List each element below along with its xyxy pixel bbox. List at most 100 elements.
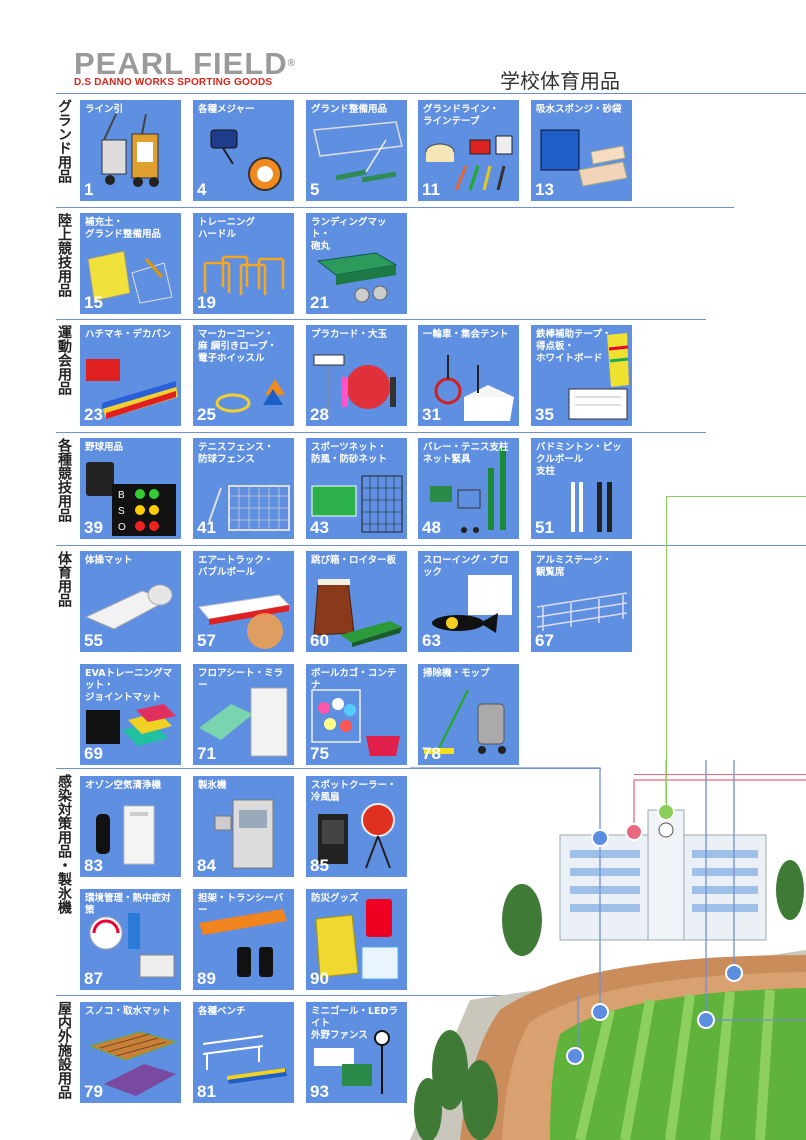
tile-label: マーカーコーン・ 麻 綱引きロープ・ 電子ホイッスル	[198, 329, 277, 364]
net-icon	[311, 475, 403, 533]
tile-page-number: 19	[197, 293, 216, 312]
brand-name: PEARL FIELD	[74, 46, 288, 81]
tile-label: ランディングマット・ 砲丸	[311, 217, 387, 252]
tile-placard-ball[interactable]: プラカード・大玉 28	[306, 325, 407, 426]
strike-letter: S	[118, 506, 125, 517]
tile-aluminum-stage[interactable]: アルミステージ・ 観覧席 67	[531, 551, 632, 652]
tile-page-number: 11	[422, 180, 440, 199]
tile-floor-sheet[interactable]: フロアシート・ミラー 71	[193, 664, 294, 765]
tile-label: 体操マット	[85, 555, 133, 566]
duckboard-icon	[88, 1031, 178, 1096]
tile-line-marker[interactable]: ライン引 1	[80, 100, 181, 201]
tile-ball-basket[interactable]: ボールカゴ・コンテナ 75	[306, 664, 407, 765]
unicycle-icon	[434, 355, 514, 421]
tile-label: 各種ベンチ	[198, 1006, 246, 1017]
tile-heatstroke[interactable]: 環境管理・熱中症対策 87	[80, 889, 181, 990]
tile-label: 跳び箱・ロイター板	[311, 555, 397, 566]
out-letter: O	[118, 522, 126, 533]
tile-vaulting-box[interactable]: 跳び箱・ロイター板 60	[306, 551, 407, 652]
tile-label: ボールカゴ・コンテナ	[311, 668, 397, 691]
tile-ice-machine[interactable]: 製氷機 84	[193, 776, 294, 877]
tile-page-number: 79	[84, 1082, 103, 1101]
tile-label: 補充土・ グランド整備用品	[85, 217, 162, 240]
tile-air-track[interactable]: エアートラック・ バブルボール 57	[193, 551, 294, 652]
tile-badminton-post[interactable]: バドミントン・ピックルボール 支柱 51	[531, 438, 632, 539]
connector-line-green-vertical	[666, 496, 667, 812]
tile-label: EVAトレーニングマット・ ジョイントマット	[85, 668, 173, 703]
tape-measure-icon	[210, 129, 282, 191]
tile-tennis-fence[interactable]: テニスフェンス・ 防球フェンス 41	[193, 438, 294, 539]
gym-mat-icon	[84, 584, 173, 630]
marker-cone-icon	[215, 379, 285, 413]
connector-line-green	[666, 496, 806, 497]
tile-label: テニスフェンス・ 防球フェンス	[198, 442, 274, 465]
vacuum-icon	[424, 689, 506, 754]
tile-label: 鉄棒補助テープ・ 得点板・ ホワイトボード	[536, 329, 612, 364]
line-tape-icon	[425, 135, 513, 191]
tile-page-number: 15	[84, 293, 103, 312]
tile-label: 環境管理・熱中症対策	[85, 893, 171, 916]
tile-label: フロアシート・ミラー	[198, 668, 284, 691]
cooler-fan-icon	[318, 803, 395, 869]
tile-supplement-soil[interactable]: 補充土・ グランド整備用品 15	[80, 213, 181, 314]
tile-page-number: 25	[197, 405, 216, 424]
tile-stretcher-radio[interactable]: 担架・トランシーバー 89	[193, 889, 294, 990]
tile-vacuum-mop[interactable]: 掃除機・モップ 78	[418, 664, 519, 765]
tile-page-number: 89	[197, 969, 216, 988]
tile-headband[interactable]: ハチマキ・デカパン 23	[80, 325, 181, 426]
tile-page-number: 31	[422, 405, 441, 424]
category-gymnastics: 体育用品	[56, 551, 72, 607]
mini-goal-icon	[314, 1030, 390, 1094]
tile-measures[interactable]: 各種メジャー 4	[193, 100, 294, 201]
tile-throwing[interactable]: スローイング・ブロック 63	[418, 551, 519, 652]
tile-page-number: 83	[84, 856, 103, 875]
big-ball-icon	[313, 354, 396, 415]
tile-ground-line[interactable]: グランドライン・ ラインテープ 11	[418, 100, 519, 201]
tile-page-number: 90	[310, 969, 329, 988]
tile-label: 野球用品	[85, 442, 124, 453]
tile-gym-mat[interactable]: 体操マット 55	[80, 551, 181, 652]
tile-label: 製氷機	[198, 780, 227, 791]
tile-page-number: 1	[84, 180, 94, 199]
tile-label: グランドライン・ ラインテープ	[423, 104, 500, 127]
tile-eva-mat[interactable]: EVAトレーニングマット・ ジョイントマット 69	[80, 664, 181, 765]
tile-label: 掃除機・モップ	[423, 668, 490, 679]
tile-scoreboard[interactable]: 鉄棒補助テープ・ 得点板・ ホワイトボード 35	[531, 325, 632, 426]
joint-mat-icon	[86, 704, 176, 746]
tile-label: 一輪車・集会テント	[423, 329, 509, 340]
tile-training-hurdle[interactable]: トレーニング ハードル 19	[193, 213, 294, 314]
post-icon	[430, 448, 506, 533]
tile-sports-net[interactable]: スポーツネット・ 防風・防砂ネット 43	[306, 438, 407, 539]
tile-volleyball-post[interactable]: バレー・テニス支柱 ネット緊具 48	[418, 438, 519, 539]
tile-disaster-goods[interactable]: 防災グッズ 90	[306, 889, 407, 990]
category-ground: グランド用品	[56, 99, 72, 183]
whiteboard-icon	[568, 333, 629, 420]
tile-landing-mat[interactable]: ランディングマット・ 砲丸 21	[306, 213, 407, 314]
school-illustration	[410, 760, 806, 1140]
emergency-kit-icon	[315, 899, 399, 980]
section-line	[56, 545, 806, 546]
tile-sponge-sandbag[interactable]: 吸水スポンジ・砂袋 13	[531, 100, 632, 201]
tile-label: トレーニング ハードル	[198, 217, 256, 240]
ball-count-icon: BSO	[86, 462, 176, 536]
hurdle-icon	[203, 255, 285, 295]
tile-page-number: 75	[310, 744, 329, 763]
tile-label: ハチマキ・デカパン	[85, 329, 171, 340]
tile-label: グランド整備用品	[311, 104, 388, 115]
tile-mini-goal[interactable]: ミニゴール・LEDライト 外野ファンス 93	[306, 1002, 407, 1103]
tile-page-number: 93	[310, 1082, 329, 1101]
tile-page-number: 4	[197, 180, 207, 199]
tile-duckboard-mat[interactable]: スノコ・取水マット 79	[80, 1002, 181, 1103]
air-track-icon	[198, 594, 291, 649]
thermometer-icon	[89, 913, 175, 978]
tile-spot-cooler[interactable]: スポットクーラー・ 冷風扇 85	[306, 776, 407, 877]
tile-page-number: 81	[197, 1082, 216, 1101]
connector-line-pink	[634, 774, 806, 775]
tile-ground-maintenance[interactable]: グランド整備用品 5	[306, 100, 407, 201]
tile-marker-cone[interactable]: マーカーコーン・ 麻 綱引きロープ・ 電子ホイッスル 25	[193, 325, 294, 426]
tile-unicycle-tent[interactable]: 一輪車・集会テント 31	[418, 325, 519, 426]
tile-page-number: 48	[422, 518, 441, 537]
tile-ozone-purifier[interactable]: オゾン空気清浄機 83	[80, 776, 181, 877]
tile-bench[interactable]: 各種ベンチ 81	[193, 1002, 294, 1103]
